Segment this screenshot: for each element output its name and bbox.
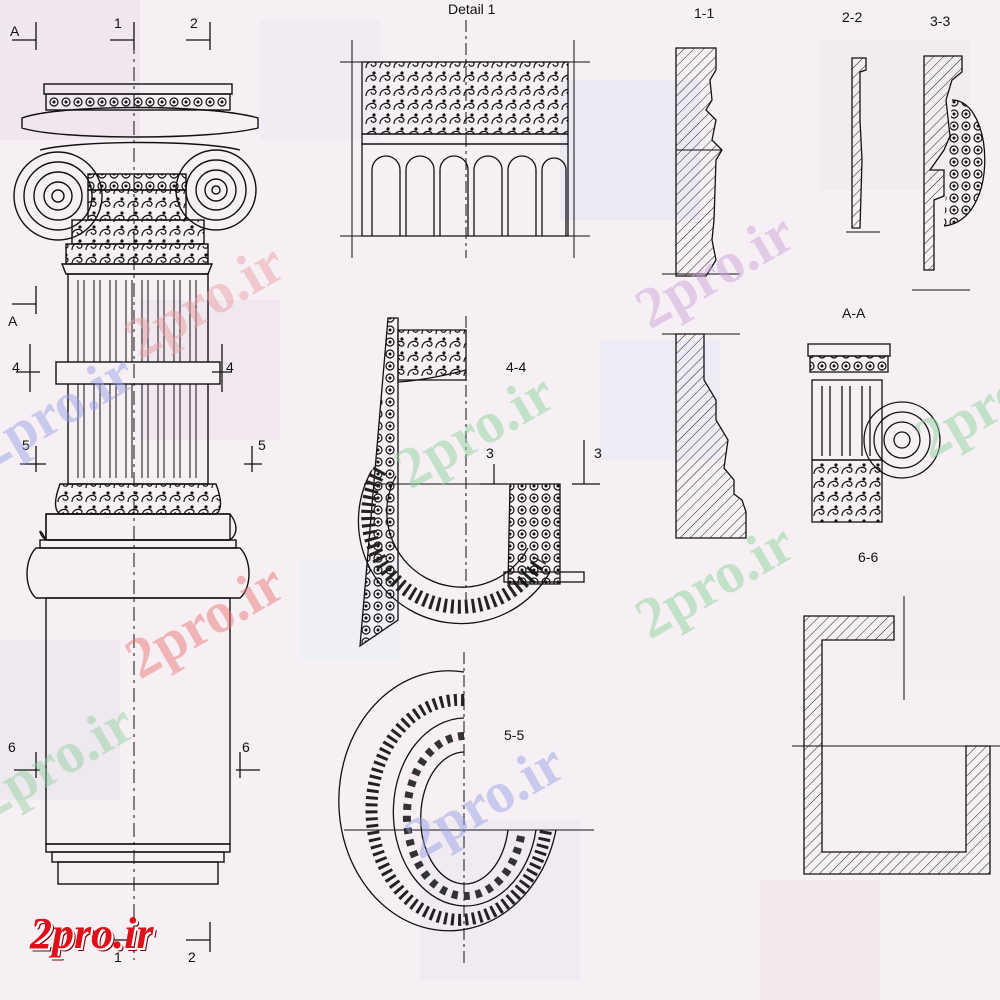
marker-3-arrows [480,440,600,485]
watermark-text: 2pro.ir [394,729,575,871]
section-2-2-drawing [846,57,880,233]
section-A-A-drawing [807,343,941,523]
marker-6-right: 6 [242,739,250,755]
marker-1-bottom: 1 [114,949,122,965]
marker-4-left: 4 [12,359,20,375]
section-1-1-drawing [662,47,747,539]
brand-logo[interactable]: 2pro.ir [30,909,154,958]
section-4-4-drawing [357,316,585,648]
marker-4-right: 4 [226,359,234,375]
detail1-title: Detail 1 [448,1,496,17]
marker-2-top: 2 [190,15,198,31]
marker-2-bottom: 2 [188,949,196,965]
section-5-5-drawing [338,652,594,964]
section-2-2-title: 2-2 [842,9,862,25]
section-3-3-title: 3-3 [930,13,950,29]
section-6-6-title: 6-6 [858,549,878,565]
marker-3-left: 3 [486,445,494,461]
marker-1-top: 1 [114,15,122,31]
section-A-A-title: A-A [842,305,866,321]
section-6-6-drawing [792,596,1000,875]
column-elevation [13,83,259,885]
section-3-3-drawing [912,55,986,291]
watermarks: 2pro.ir 2pro.ir 2pro.ir 2pro.ir 2pro.ir … [0,199,1000,871]
watermark-text: 2pro.ir [0,689,145,831]
watermark-text: 2pro.ir [904,329,1000,471]
section-4-4-title: 4-4 [506,359,526,375]
marker-3-right: 3 [594,445,602,461]
marker-6-left: 6 [8,739,16,755]
marker-5-left: 5 [22,437,30,453]
section-5-5-title: 5-5 [504,727,524,743]
marker-5-right: 5 [258,437,266,453]
section-markers [12,22,262,952]
marker-A-bottom: A [8,313,18,329]
detail1-drawing [340,20,590,258]
marker-A-top: A [10,23,20,39]
section-1-1-title: 1-1 [694,5,714,21]
watermark-text: 2pro.ir [0,339,145,481]
watermark-text: 2pro.ir [114,549,295,691]
